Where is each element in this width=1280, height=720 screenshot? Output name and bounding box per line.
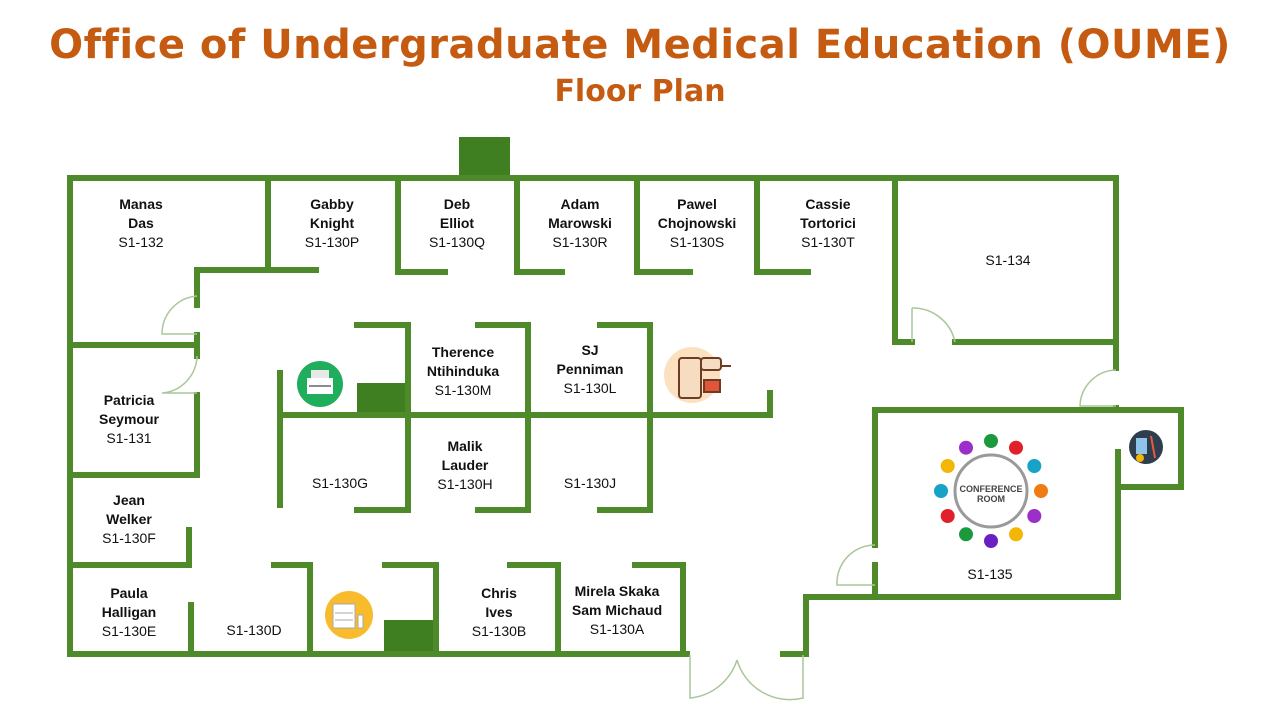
occupant-name: Adam	[561, 196, 600, 212]
room-s1-130d: S1-130D	[226, 622, 281, 638]
occupant-name: Cassie	[805, 196, 850, 212]
room-number: S1-130E	[102, 623, 156, 639]
occupant-name: Malik	[447, 438, 482, 454]
room-s1-134: S1-134	[985, 252, 1030, 268]
room-number: S1-130B	[472, 623, 526, 639]
occupant-name: Seymour	[99, 411, 159, 427]
room-number: S1-130Q	[429, 234, 485, 250]
person-figure	[1034, 484, 1048, 498]
occupant-name: Chris	[481, 585, 517, 601]
doors	[161, 295, 1117, 701]
column-block	[384, 620, 436, 654]
person-figure	[934, 484, 948, 498]
person-figure	[1027, 509, 1042, 523]
occupant-name: Halligan	[102, 604, 156, 620]
occupant-name: Jean	[113, 492, 145, 508]
room-number: S1-130P	[305, 234, 359, 250]
person-figure	[1027, 459, 1042, 473]
room-number: S1-130R	[552, 234, 607, 250]
person-figure	[940, 459, 955, 473]
coffee-maker-icon	[664, 347, 731, 403]
occupant-name: Therence	[432, 344, 494, 360]
printer-icon	[297, 361, 343, 407]
conference-label: CONFERENCE	[959, 484, 1022, 494]
room-number: S1-130G	[312, 475, 368, 491]
column-block	[459, 137, 510, 179]
occupant-name: Mirela Skaka	[575, 583, 660, 599]
room-number: S1-130F	[102, 530, 156, 546]
person-figure	[959, 440, 973, 455]
person-figure	[1009, 527, 1023, 542]
room-number: S1-130A	[590, 621, 645, 637]
page-subtitle: Floor Plan	[554, 74, 726, 109]
occupant-name: Lauder	[442, 457, 489, 473]
occupant-name: Chojnowski	[658, 215, 737, 231]
occupant-name: Penniman	[557, 361, 624, 377]
occupant-name: Tortorici	[800, 215, 856, 231]
conference-label: ROOM	[977, 494, 1005, 504]
person-figure	[984, 534, 998, 548]
occupant-name: Manas	[119, 196, 163, 212]
person-figure	[940, 509, 955, 523]
page-title: Office of Undergraduate Medical Educatio…	[49, 22, 1231, 68]
walls	[67, 137, 1184, 657]
room-number: S1-134	[985, 252, 1030, 268]
entrance-double-door	[689, 655, 804, 701]
room-number: S1-130L	[564, 380, 617, 396]
room-number: S1-131	[106, 430, 151, 446]
occupant-name: Das	[128, 215, 154, 231]
occupant-name: Marowski	[548, 215, 612, 231]
room-number: S1-132	[118, 234, 163, 250]
room-s1-130g: S1-130G	[312, 475, 368, 491]
room-s1-130j: S1-130J	[564, 475, 616, 491]
occupant-name: Ntihinduka	[427, 363, 500, 379]
column-block	[357, 383, 408, 415]
occupant-name: Deb	[444, 196, 470, 212]
occupant-name: Paula	[110, 585, 148, 601]
copier-icon	[325, 591, 373, 639]
occupant-name: SJ	[581, 342, 598, 358]
person-figure	[984, 434, 998, 448]
occupant-name: Knight	[310, 215, 355, 231]
occupant-name: Welker	[106, 511, 152, 527]
person-figure	[1009, 440, 1023, 455]
occupant-name: Ives	[485, 604, 512, 620]
room-number: S1-135	[967, 566, 1012, 582]
occupant-name: Pawel	[677, 196, 717, 212]
room-number: S1-130S	[670, 234, 724, 250]
room-number: S1-130T	[801, 234, 855, 250]
room-number: S1-130H	[437, 476, 492, 492]
occupant-name: Patricia	[104, 392, 155, 408]
supplies-icon	[1129, 430, 1163, 464]
room-s1-135: S1-135	[967, 566, 1012, 582]
room-number: S1-130M	[435, 382, 492, 398]
person-figure	[959, 527, 973, 542]
room-number: S1-130D	[226, 622, 281, 638]
occupant-name: Elliot	[440, 215, 475, 231]
occupant-name: Sam Michaud	[572, 602, 662, 618]
room-number: S1-130J	[564, 475, 616, 491]
conference-room-icon: CONFERENCE ROOM	[934, 434, 1048, 548]
occupant-name: Gabby	[310, 196, 354, 212]
